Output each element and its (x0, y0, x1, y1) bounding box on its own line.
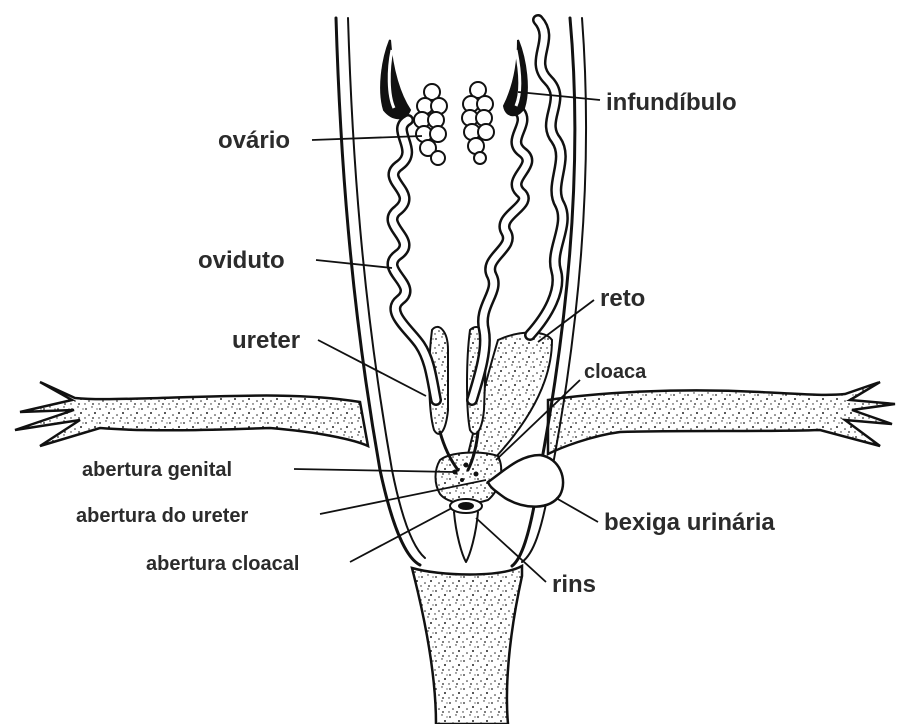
cloaca-region (436, 453, 502, 504)
cloacal-opening (450, 499, 482, 513)
infundibula (381, 40, 527, 118)
cloacal-stalk (412, 566, 522, 724)
right-leg (548, 382, 895, 454)
label-infundibulo: infundíbulo (606, 89, 737, 116)
label-ureter: ureter (232, 327, 300, 354)
label-abertura-do-ureter: abertura do ureter (76, 505, 248, 527)
label-bexiga-urinaria: bexiga urinária (604, 509, 775, 536)
label-abertura-cloacal: abertura cloacal (146, 553, 299, 575)
left-leg (15, 382, 368, 446)
ovaries (414, 82, 494, 165)
label-rins: rins (552, 571, 596, 598)
label-reto: reto (600, 285, 645, 312)
label-cloaca: cloaca (584, 361, 647, 383)
label-abertura-genital: abertura genital (82, 459, 232, 481)
left-oviduct (392, 120, 436, 400)
label-oviduto: oviduto (198, 247, 285, 274)
label-ovario: ovário (218, 127, 290, 154)
